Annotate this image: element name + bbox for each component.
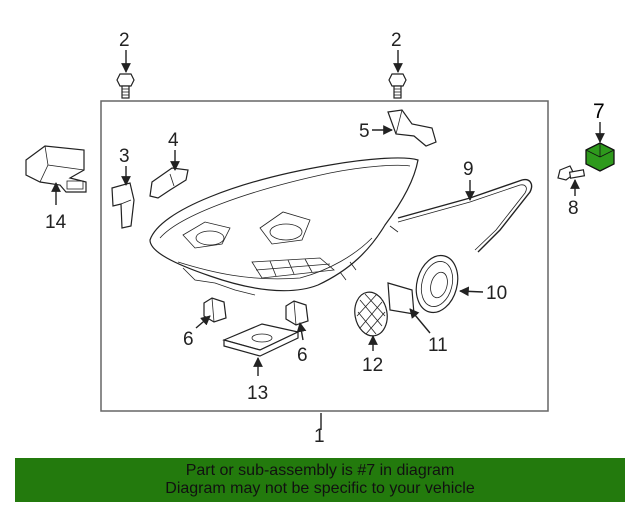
headlamp-assembly-part-1[interactable] xyxy=(149,157,419,296)
callout-10: 10 xyxy=(486,283,507,304)
callout-2-left: 2 xyxy=(119,30,130,51)
callout-2-right: 2 xyxy=(391,30,402,51)
module-part-14[interactable] xyxy=(25,145,87,193)
mesh-cover-part-12[interactable] xyxy=(351,290,390,339)
callout-6-left: 6 xyxy=(183,329,194,350)
parts-diagram: 2 2 14 3 4 5 xyxy=(25,30,615,447)
callout-6-right: 6 xyxy=(297,345,308,366)
callout-4: 4 xyxy=(168,130,179,151)
callout-14: 14 xyxy=(45,212,67,233)
callout-11: 11 xyxy=(428,335,448,356)
screw-part-8[interactable] xyxy=(557,165,586,181)
callout-13: 13 xyxy=(247,383,268,404)
seal-strip-part-9[interactable] xyxy=(397,178,533,253)
banner-line-1: Part or sub-assembly is #7 in diagram xyxy=(185,462,455,479)
callout-1: 1 xyxy=(314,426,325,447)
leader-11 xyxy=(409,308,431,334)
callout-5: 5 xyxy=(359,121,370,142)
part-7-highlighted[interactable] xyxy=(585,142,615,172)
assembly-frame xyxy=(100,100,549,412)
callout-9: 9 xyxy=(463,159,474,180)
bracket-part-3[interactable] xyxy=(111,182,135,229)
leader-6-right xyxy=(296,322,307,341)
bolt-part-2-left[interactable] xyxy=(116,73,135,99)
leader-10 xyxy=(459,286,484,297)
part-info-banner: Part or sub-assembly is #7 in diagram Di… xyxy=(15,458,625,502)
callout-8: 8 xyxy=(568,198,579,219)
ballast-module-part-13[interactable] xyxy=(222,323,300,357)
leader-6-left xyxy=(195,315,211,329)
clip-part-6-right[interactable] xyxy=(285,300,309,326)
banner-line-2: Diagram may not be specific to your vehi… xyxy=(165,480,475,497)
callout-12: 12 xyxy=(362,355,383,376)
callout-7: 7 xyxy=(593,100,605,123)
bolt-part-2-right[interactable] xyxy=(388,73,407,99)
bracket-part-5[interactable] xyxy=(387,109,437,147)
callout-3: 3 xyxy=(119,146,130,167)
dust-cap-part-10[interactable] xyxy=(410,251,464,317)
bracket-part-4[interactable] xyxy=(149,167,189,199)
